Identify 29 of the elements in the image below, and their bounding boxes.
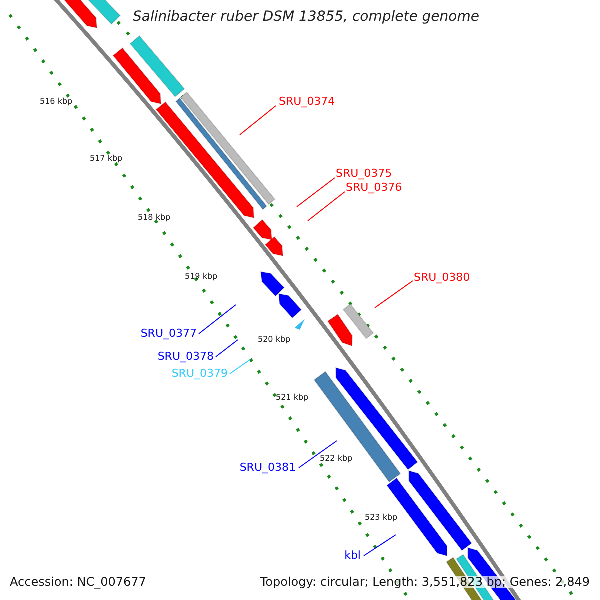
leader-line [240,106,276,136]
gene-label: SRU_0376 [346,182,402,193]
scale-label: 520 kbp [258,336,291,344]
leader-line [230,360,250,374]
leader-line [364,534,396,556]
scale-label: 517 kbp [90,155,123,163]
accession-text: Accession: NC_007677 [10,576,146,588]
gene-label: SRU_0375 [336,168,392,179]
gene-label: SRU_0377 [140,328,197,339]
scale-label: 516 kbp [40,98,73,106]
scale-label: 521 kbp [276,394,309,402]
leader-line [216,340,238,358]
leader-line [374,280,414,308]
gene-label: kbl [344,550,361,561]
gene-label: SRU_0378 [158,351,214,362]
scale-label: 523 kbp [365,514,398,522]
genome-info-text: Topology: circular; Length: 3,551,823 bp; Genes: 2,849 [260,576,590,588]
scale-label: 522 kbp [320,455,353,463]
gene-label: SRU_0379 [172,368,228,379]
title: Salinibacter ruber DSM 13855, complete genome [133,10,480,24]
scale-label: 519 kbp [185,273,218,281]
leader-line [308,192,346,222]
gene-label: SRU_0380 [414,272,470,283]
scale-label: 518 kbp [138,214,171,222]
leader-line [296,178,336,208]
gene-label: SRU_0381 [240,462,296,473]
gene-label: SRU_0374 [279,96,336,107]
leader-line [298,440,338,468]
leader-line [198,304,236,334]
